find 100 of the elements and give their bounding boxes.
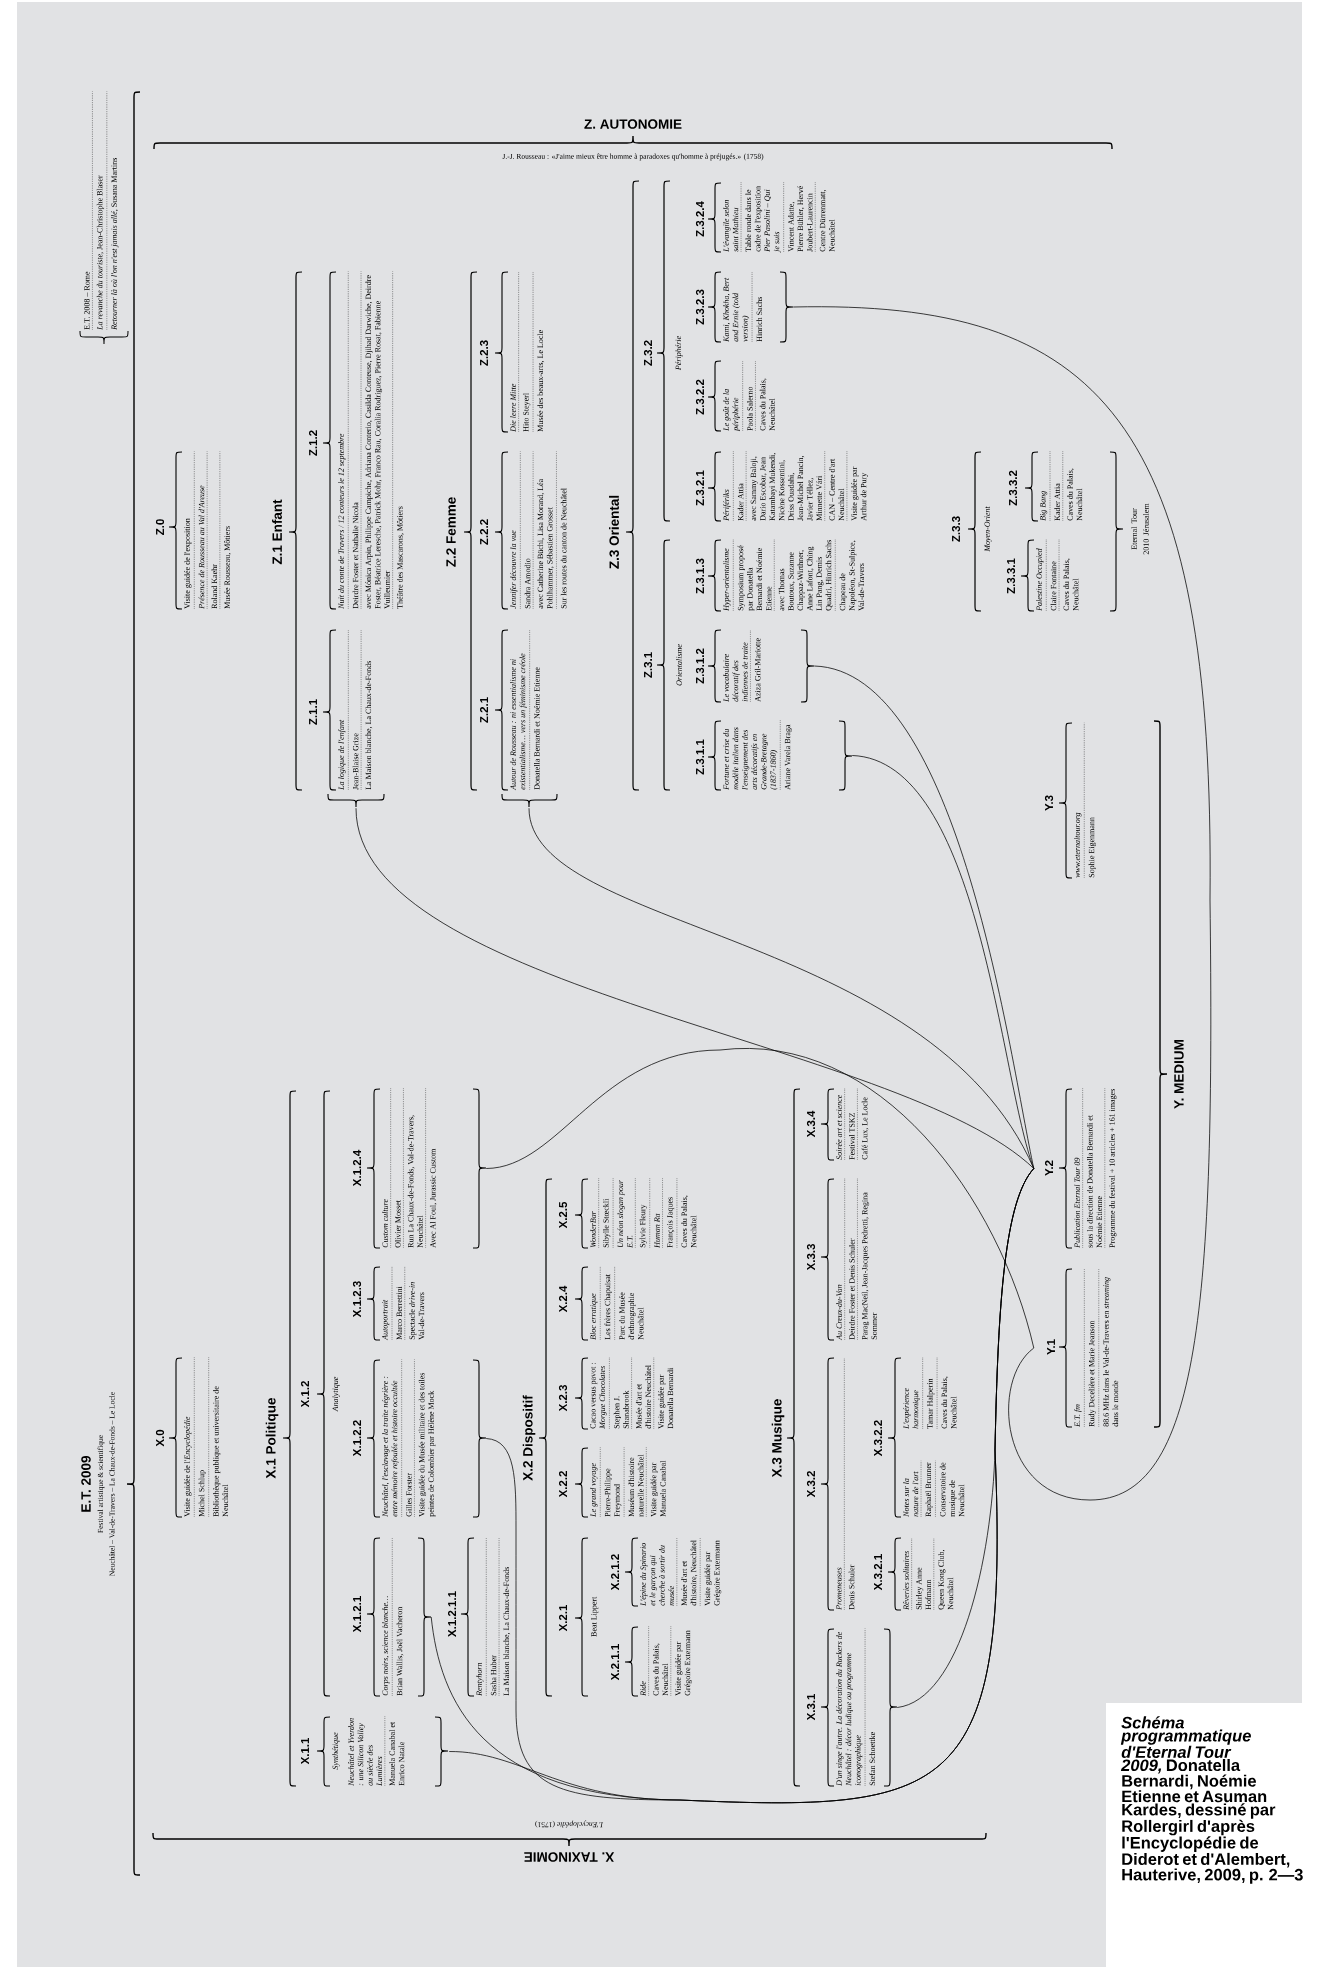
entry-text: Caves du Palais, Neuchâtel: [653, 1643, 668, 1696]
entry-text: Promeneuses: [836, 1567, 842, 1610]
entry-text: Conservatoire de musique de Neuchâtel: [939, 1462, 965, 1517]
entry-text: Autoportrait: [382, 1299, 390, 1341]
entry-text: Visite guidée de l'exposition: [184, 518, 192, 609]
entry-text: Visite guidée par Donatella Bernardi: [658, 1367, 674, 1429]
entry-text: Caves du Palais, Neuchâtel: [681, 1195, 697, 1248]
entry-text: Nuit du conte de Travers / 12 conteurs le 12 septembre: [338, 433, 346, 609]
section-heading: X.2.3: [558, 1385, 568, 1412]
connector-line: [896, 1168, 1035, 1708]
section-heading: Z.3.2.3: [695, 289, 705, 325]
entry-text: avec Catherine Büchi, Lisa Morand, Léa Pohlhammer, Sébastien Grosset: [537, 478, 554, 609]
entry-text: Le vocabulaire décoratif des indiennes de traite: [723, 642, 748, 702]
entry-text: La revanche du touriste, Jean-Christophe Blaser: [96, 175, 105, 330]
entry-text: Denis Schuler: [848, 1564, 855, 1610]
entry-text: Présence de Rousseau au Val d'Areuse: [198, 485, 205, 609]
entry-text: Publication Eternal Tour 09: [1074, 1157, 1080, 1248]
entry-text: Visite guidée du Musée militaire et des toiles peintes de Colombier par Hélène Mock: [418, 1372, 436, 1517]
entry-text: WonderBar: [590, 1211, 596, 1248]
entry-text: Ride: [640, 1681, 646, 1696]
section-heading: X. TAXINOMIE: [524, 1852, 615, 1862]
entry-text: Caves du Palais, Neuchâtel: [941, 1376, 957, 1429]
entry-text: Palestine Occupied: [1036, 548, 1044, 611]
entry-text: Aziza Gril-Mariotte: [754, 638, 761, 702]
section-heading: Z.3.2.1: [695, 470, 705, 506]
entry-text: Caves du Palais, Neuchâtel: [1063, 558, 1079, 611]
entry-text: CAN – Centre d'art Neuchâtel: [829, 458, 845, 521]
entry-text: Soirée art et science: [836, 1094, 842, 1160]
section-heading: Z.3.3.1: [1006, 558, 1016, 594]
connector-line: [355, 807, 1035, 1169]
entry-text: Kader Attia: [737, 483, 744, 521]
entry-text: Jean-Blaise Grize: [352, 733, 359, 790]
entry-text: Retourner là où l'on n'est jamais allé, Susana Martins: [111, 158, 119, 330]
entry-text: Le grand voyage: [590, 1463, 598, 1517]
entry-text: Beat Lippert: [591, 1596, 599, 1637]
section-heading: Y. MEDIUM: [1174, 1040, 1184, 1109]
entry-text: Muséum d'histoire naturelle Neuchâtel: [628, 1454, 644, 1517]
entry-text: Hinrich Sachs: [756, 297, 763, 342]
entry-text: L'expérience harmonique: [903, 1388, 920, 1429]
entry-text: Rêveries solitaires: [903, 1551, 909, 1610]
entry-text: Pierre-Philippe Freymond: [604, 1468, 622, 1517]
section-heading: X.3.2.1: [873, 1554, 883, 1591]
entry-text: Gilles Forster: [406, 1473, 412, 1517]
entry-text: Custom culture: [382, 1199, 388, 1248]
entry-text: Die leere Mitte: [510, 383, 516, 432]
entry-text: Stefan Schoettke: [869, 1732, 876, 1786]
entry-text: La Maison blanche, La Chaux-de-Fonds: [365, 661, 373, 790]
entry-text: Donatella Bernardi et Noémie Etienne: [534, 667, 540, 790]
entry-text: Sibylle Stœckli: [603, 1198, 611, 1248]
entry-text: Bibliothèque publique et universitaire de Neuchâtel: [213, 1386, 229, 1517]
entry-text: Big Bang: [1040, 491, 1048, 521]
section-heading: X.2 Dispositif: [522, 1395, 536, 1481]
entry-text: Michel Schlup: [198, 1470, 206, 1517]
entry-text: Caves du Palais, Neuchâtel: [1067, 468, 1083, 521]
entry-text: Tamar Halperin: [927, 1378, 935, 1429]
entry-text: Neuchâtel, l'esclavage et la traite négrière : entre mémoire refoulée et histoire occultée: [382, 1376, 399, 1517]
subtitle: Moyen-Orient: [984, 506, 992, 552]
entry-text: Café Lux, Le Locle: [861, 1097, 869, 1160]
entry-text: D'un singe l'autre. La décoration du Ruckers de Neuchâtel : décor ludique ou programme iconographique: [836, 1632, 863, 1786]
subtitle: Orientalisme: [676, 644, 682, 686]
entry-text: Stephen J. Shanabrook: [613, 1390, 629, 1429]
subtitle: Analytique: [332, 1376, 340, 1412]
entry-text: Au Creux-du-Van: [836, 1284, 842, 1341]
entry-text: Cacao versus pavot : Morgue Chocolates: [590, 1363, 607, 1429]
entry-text: Sylvie Fleury: [639, 1204, 647, 1248]
section-heading: Z.3.2.4: [695, 201, 705, 237]
section-heading: Z.1 Enfant: [272, 499, 282, 565]
entry-text: Visite guidée par Grégoire Extermann: [675, 1630, 692, 1696]
section-heading: Z.1.2: [309, 430, 317, 456]
section-heading: X.1.2.3: [352, 1281, 362, 1318]
entry-text: Deirdre Foster et Nathalie Nicola: [352, 502, 359, 609]
entry-text: Musée Rousseau, Môtiers: [224, 526, 231, 609]
entry-text: Centre Dürrenmatt, Neuchâtel: [819, 190, 835, 252]
entry-text: La logique de l'enfant: [338, 719, 346, 790]
entry-text: Table ronde dans le cadre de l'exposition Pier Pasolini – Qui je suis: [745, 186, 781, 253]
section-heading: Z. AUTONOMIE: [584, 119, 682, 129]
entry-text: Kader Attia: [1054, 483, 1060, 521]
section-heading: Z.3 Oriental: [609, 495, 619, 569]
section-heading: X.3.3: [806, 1244, 816, 1271]
entry-text: Marco Berrettini: [396, 1286, 402, 1340]
entry-text: Théâtre des Mascarons, Môtiers: [397, 506, 404, 609]
entry-text: Raphaël Brunner: [925, 1462, 933, 1517]
entry-text: Musée d'art et d'histoire Neuchâtel: [635, 1365, 651, 1429]
section-heading: X.2.2: [559, 1471, 567, 1498]
entry-text: Jennifer découvre la vue: [510, 530, 518, 609]
section-heading: X.2.5: [558, 1201, 568, 1229]
entry-text: www.eternaltour.org: [1074, 812, 1082, 878]
entry-text: avec Thomas Boutoux, Suzanne Chappaz-Wirthner, Anne Lafont, Ching Lin Pang, Demis Quadri, Hinrich Sachs: [778, 540, 833, 611]
entry-text: Hyper-orientalisme: [723, 548, 731, 611]
entry-text: Chapeau de Napoléon, St-Sulpice, Val-de-Travers: [839, 540, 865, 611]
entry-text: Les frères Chapuisat: [604, 1274, 612, 1340]
entry-text: Un néon slogan pour E.T.: [617, 1180, 633, 1248]
section-heading: X.3.1: [806, 1693, 816, 1721]
entry-text: sous la direction de Donatella Bernardi et Noémie Etienne: [1087, 1115, 1103, 1248]
note-text: Eternal Tour 2010 Jérusalem: [1131, 503, 1149, 555]
section-heading: Y.1: [1047, 1339, 1055, 1355]
entry-text: Deirdre Foster et Denis Schuler: [849, 1238, 855, 1340]
section-heading: Z.2.3: [479, 340, 489, 366]
section-heading: Z.3.1.2: [695, 648, 705, 684]
section-heading: Z.3.2.2: [695, 379, 705, 415]
